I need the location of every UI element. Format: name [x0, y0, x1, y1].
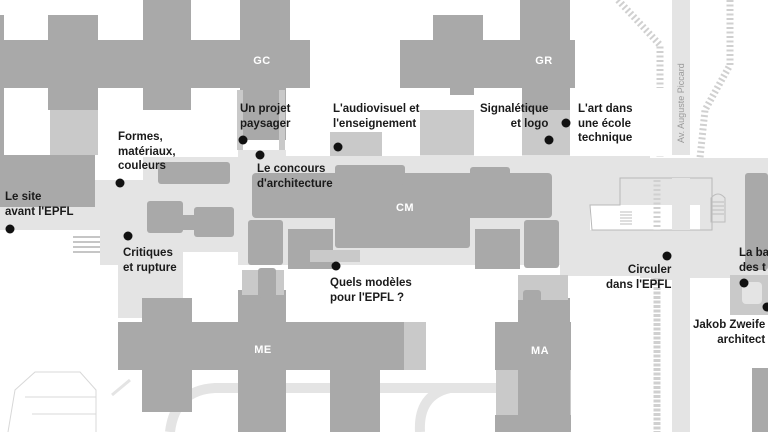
poi-label-critiques[interactable]: Critiques et rupture [123, 247, 177, 274]
poi-label-art-ecole[interactable]: L'art dans une école technique [578, 103, 633, 144]
building-label-me: ME [254, 344, 272, 356]
poi-marker-audiovisuel[interactable] [333, 142, 343, 152]
building-annex-2 [194, 207, 234, 237]
poi-marker-jakob-zweifel[interactable] [762, 302, 768, 312]
building-label-gc: GC [253, 55, 271, 67]
poi-marker-critiques[interactable] [123, 231, 133, 241]
street-label-piccard: Av. Auguste Piccard [676, 63, 686, 143]
building-east [745, 173, 768, 270]
parking-outline [7, 371, 97, 432]
building-annex-north [158, 162, 230, 184]
poi-marker-quels-modeles[interactable] [331, 261, 341, 271]
building-label-ma: MA [530, 345, 550, 357]
poi-marker-la-bataille[interactable] [739, 278, 749, 288]
poi-label-formes-materiaux[interactable]: Formes, matériaux, couleurs [118, 131, 176, 172]
poi-label-quels-modeles[interactable]: Quels modèles pour l'EPFL ? [330, 277, 412, 304]
building-west-block [0, 155, 95, 207]
poi-label-concours-architecture[interactable]: Le concours d'architecture [257, 163, 333, 190]
building-label-cm: CM [395, 202, 415, 214]
poi-label-audiovisuel[interactable]: L'audiovisuel et l'enseignement [333, 103, 420, 130]
poi-marker-signaletique[interactable] [544, 135, 554, 145]
poi-marker-projet-paysager[interactable] [238, 135, 248, 145]
poi-marker-site-avant-epfl[interactable] [5, 224, 15, 234]
street-piccard-north [672, 0, 690, 155]
poi-label-circuler[interactable]: Circuler dans l'EPFL [606, 264, 672, 291]
building-annex-1 [147, 201, 183, 233]
poi-label-site-avant-epfl[interactable]: Le site avant l'EPFL [5, 191, 74, 218]
poi-marker-formes-materiaux[interactable] [115, 178, 125, 188]
poi-marker-art-ecole[interactable] [561, 118, 571, 128]
poi-marker-circuler[interactable] [662, 251, 672, 261]
poi-marker-concours-architecture[interactable] [255, 150, 265, 160]
building-label-gr: GR [535, 55, 553, 67]
hatched-path-2 [696, 0, 734, 159]
poi-label-signaletique[interactable]: Signalétique et logo [480, 103, 549, 130]
bottom-road-curve [414, 383, 452, 432]
poi-label-projet-paysager[interactable]: Un projet paysager [240, 103, 291, 130]
poi-label-jakob-zweifel[interactable]: Jakob Zweife architect [693, 319, 766, 346]
poi-label-la-bataille[interactable]: La ba des t [739, 247, 768, 274]
staircase-west [73, 236, 109, 253]
